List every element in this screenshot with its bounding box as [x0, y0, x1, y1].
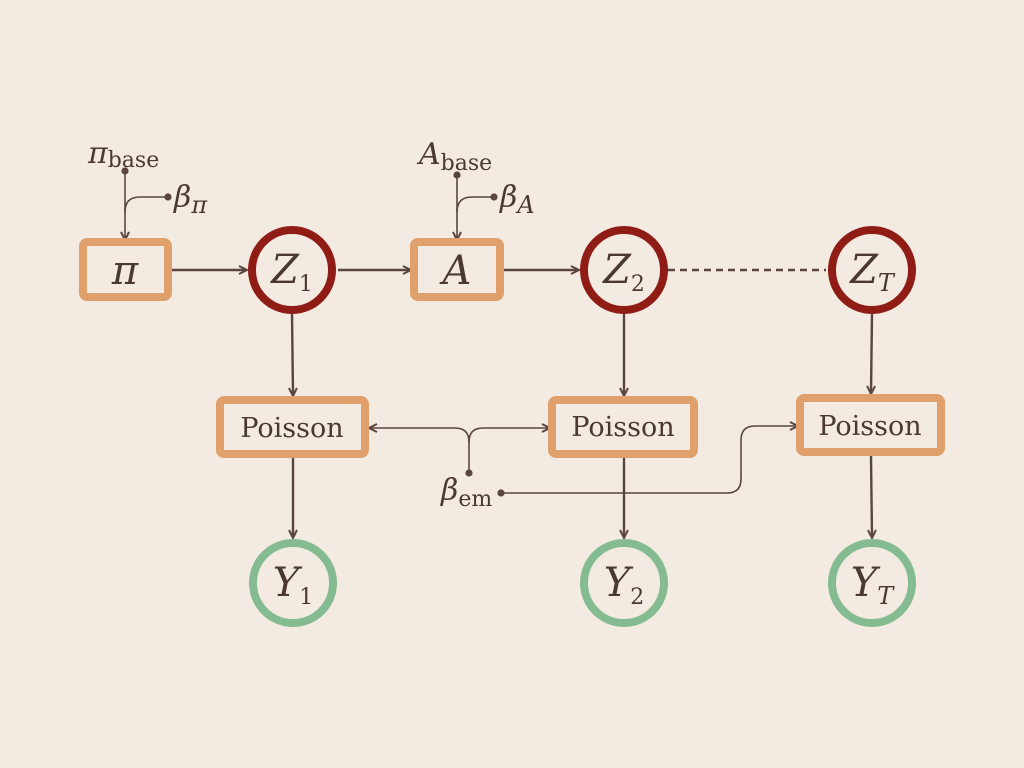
a-node-label: A — [439, 248, 472, 294]
a-node: A — [410, 238, 504, 301]
edge-betapi-pi — [124, 196, 168, 213]
z2-label: Z — [601, 247, 632, 293]
edge-betaa-a — [456, 196, 494, 213]
y2-label: Y — [604, 560, 634, 606]
poisson-node-1: Poisson — [216, 396, 369, 458]
edge-poisson3-yt — [871, 455, 872, 537]
betaem-param-label: βem — [440, 473, 492, 512]
y1-node: Y1 — [249, 539, 337, 627]
z2-node: Z2 — [580, 226, 668, 314]
svg-text:Y2: Y2 — [604, 560, 644, 610]
svg-text:Z1: Z1 — [269, 247, 313, 297]
betaa-dot — [490, 193, 498, 201]
svg-text:ZT: ZT — [848, 247, 896, 297]
edge-betaem-poisson3 — [501, 426, 797, 494]
y1-sub: 1 — [299, 585, 313, 610]
poisson-node-3: Poisson — [796, 394, 945, 456]
poisson-2-label: Poisson — [571, 412, 674, 443]
zt-sub: T — [878, 269, 896, 297]
abase-param-label: Abase — [416, 137, 492, 176]
z1-sub: 1 — [299, 272, 313, 297]
svg-text:Y1: Y1 — [273, 560, 313, 610]
betapi-param-label: βπ — [173, 180, 208, 219]
pi-node-label: π — [111, 248, 139, 294]
svg-text:Z2: Z2 — [601, 247, 645, 297]
betaa-param-label: βA — [499, 180, 535, 219]
edge-betaem-poisson1 — [370, 428, 470, 473]
betaem-dot-up — [465, 469, 473, 477]
z1-label: Z — [269, 247, 300, 293]
z2-sub: 2 — [631, 272, 645, 297]
yt-label: Y — [851, 560, 881, 606]
betapi-dot — [164, 193, 172, 201]
y2-sub: 2 — [630, 585, 644, 610]
svg-text:YT: YT — [851, 560, 895, 610]
zt-node: ZT — [828, 226, 916, 314]
edge-betaem-poisson2 — [468, 428, 549, 443]
poisson-1-label: Poisson — [240, 413, 343, 444]
zt-label: Z — [848, 247, 879, 293]
pibase-dot — [121, 167, 129, 175]
edge-zt-poisson3 — [871, 313, 872, 393]
betaem-dot-right — [497, 489, 505, 497]
edges — [125, 171, 872, 537]
yt-sub: T — [877, 582, 895, 610]
y1-label: Y — [273, 560, 303, 606]
poisson-3-label: Poisson — [818, 411, 921, 442]
abase-dot — [453, 171, 461, 179]
yt-node: YT — [828, 539, 916, 627]
pibase-param-label: πbase — [87, 136, 159, 173]
poisson-node-2: Poisson — [548, 396, 698, 458]
edge-z1-poisson1 — [292, 313, 293, 395]
y2-node: Y2 — [580, 539, 668, 627]
z1-node: Z1 — [248, 226, 336, 314]
parameter-dots — [121, 167, 505, 497]
pi-node: π — [79, 238, 172, 301]
